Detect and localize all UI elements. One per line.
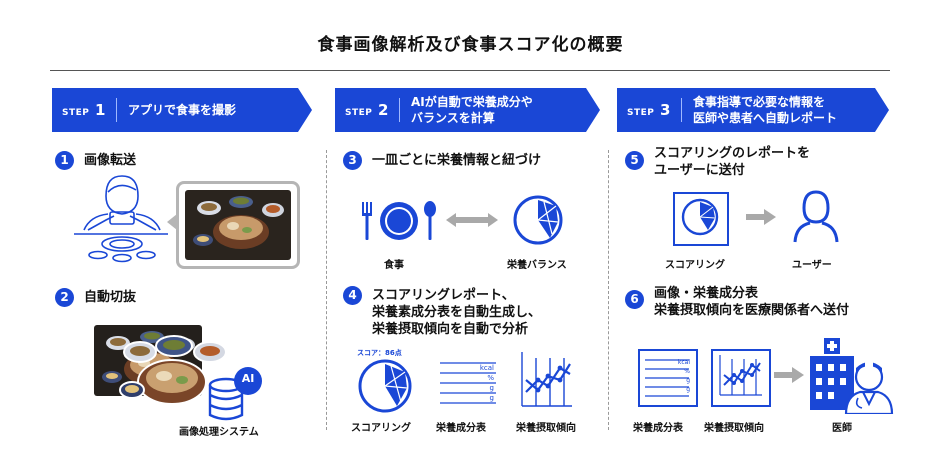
radar-chart-icon — [513, 195, 563, 245]
page-title: 食事画像解析及び食事スコア化の概要 — [317, 35, 624, 55]
step-1-banner: STEP 1 アプリで食事を撮影 — [52, 88, 312, 132]
trend-chart-icon — [719, 355, 762, 396]
nutrition-table-caption: 栄養成分表 — [633, 423, 683, 434]
nutrition-table-caption: 栄養成分表 — [436, 423, 486, 434]
intake-trend-caption: 栄養摂取傾向 — [704, 423, 764, 434]
hospital-icon — [810, 338, 854, 410]
radar-chart-icon — [681, 198, 719, 236]
step-banner-arrow — [52, 88, 312, 132]
speech-pointer — [167, 214, 177, 230]
step-banner-arrow — [617, 88, 889, 132]
column-divider — [608, 150, 609, 430]
step-label: STEP 1 — [62, 101, 106, 119]
meal-caption: 食事 — [384, 260, 404, 271]
step-separator — [399, 98, 400, 122]
arrow-right-icon — [774, 367, 804, 383]
fork-plate-spoon-icon — [362, 201, 436, 240]
doctor-caption: 医師 — [832, 423, 852, 434]
step-label: STEP 2 — [345, 101, 389, 119]
cutout-food-photo — [119, 335, 227, 405]
step-label: STEP 3 — [627, 101, 671, 119]
step-3-banner: STEP 3 食事指導で必要な情報を医師や患者へ自動レポート — [617, 88, 889, 132]
trend-chart-icon — [521, 352, 572, 407]
food-photo — [185, 190, 291, 260]
step-text: AIが自動で栄養成分やバランスを計算 — [411, 95, 533, 125]
nutrition-balance-caption: 栄養バランス — [507, 260, 567, 271]
person-photographing-icon — [74, 175, 168, 263]
step-separator — [681, 98, 682, 122]
item-1-title: 画像転送 — [84, 153, 137, 168]
item-4-title: スコアリングレポート、 栄養素成分表を自動生成し、 栄養摂取傾向を自動で分析 — [372, 288, 542, 337]
score-label: スコア：86点 — [357, 349, 402, 357]
ai-badge: AI — [241, 372, 255, 385]
step-text: アプリで食事を撮影 — [128, 103, 237, 117]
step-text: 食事指導で必要な情報を医師や患者へ自動レポート — [693, 95, 838, 125]
arrow-right-icon — [746, 209, 776, 225]
nutrition-table-icon — [645, 359, 689, 397]
user-caption: ユーザー — [792, 260, 832, 271]
item-2-number: 2 — [55, 288, 74, 307]
item-5-number: 5 — [625, 151, 644, 170]
scoring-caption: スコアリング — [351, 423, 411, 434]
double-arrow-icon — [446, 213, 498, 227]
item-3-number: 3 — [343, 151, 362, 170]
item-4-number: 4 — [343, 286, 362, 305]
item-3-title: 一皿ごとに栄養情報と紐づけ — [372, 153, 542, 168]
item-1-number: 1 — [55, 151, 74, 170]
step-2-banner: STEP 2 AIが自動で栄養成分やバランスを計算 — [335, 88, 600, 132]
step-separator — [116, 98, 117, 122]
item-2-title: 自動切抜 — [84, 290, 137, 305]
database-icon — [208, 367, 262, 421]
item-5-title: スコアリングのレポートを ユーザーに送付 — [654, 146, 811, 178]
image-system-caption: 画像処理システム — [179, 427, 259, 438]
nutrition-table-icon — [440, 362, 496, 404]
user-icon — [793, 190, 839, 243]
item-6-number: 6 — [625, 290, 644, 309]
transfer-frame — [167, 181, 300, 269]
doctor-icon — [844, 362, 894, 414]
step-banner-arrow — [335, 88, 600, 132]
scoring-caption: スコアリング — [665, 260, 725, 271]
intake-trend-caption: 栄養摂取傾向 — [516, 423, 576, 434]
intake-trend-card — [711, 349, 771, 407]
title-rule — [50, 70, 890, 71]
score-chart-icon — [358, 359, 412, 413]
item-6-title: 画像・栄養成分表 栄養摂取傾向を医療関係者へ送付 — [654, 286, 850, 318]
column-divider — [326, 150, 327, 430]
